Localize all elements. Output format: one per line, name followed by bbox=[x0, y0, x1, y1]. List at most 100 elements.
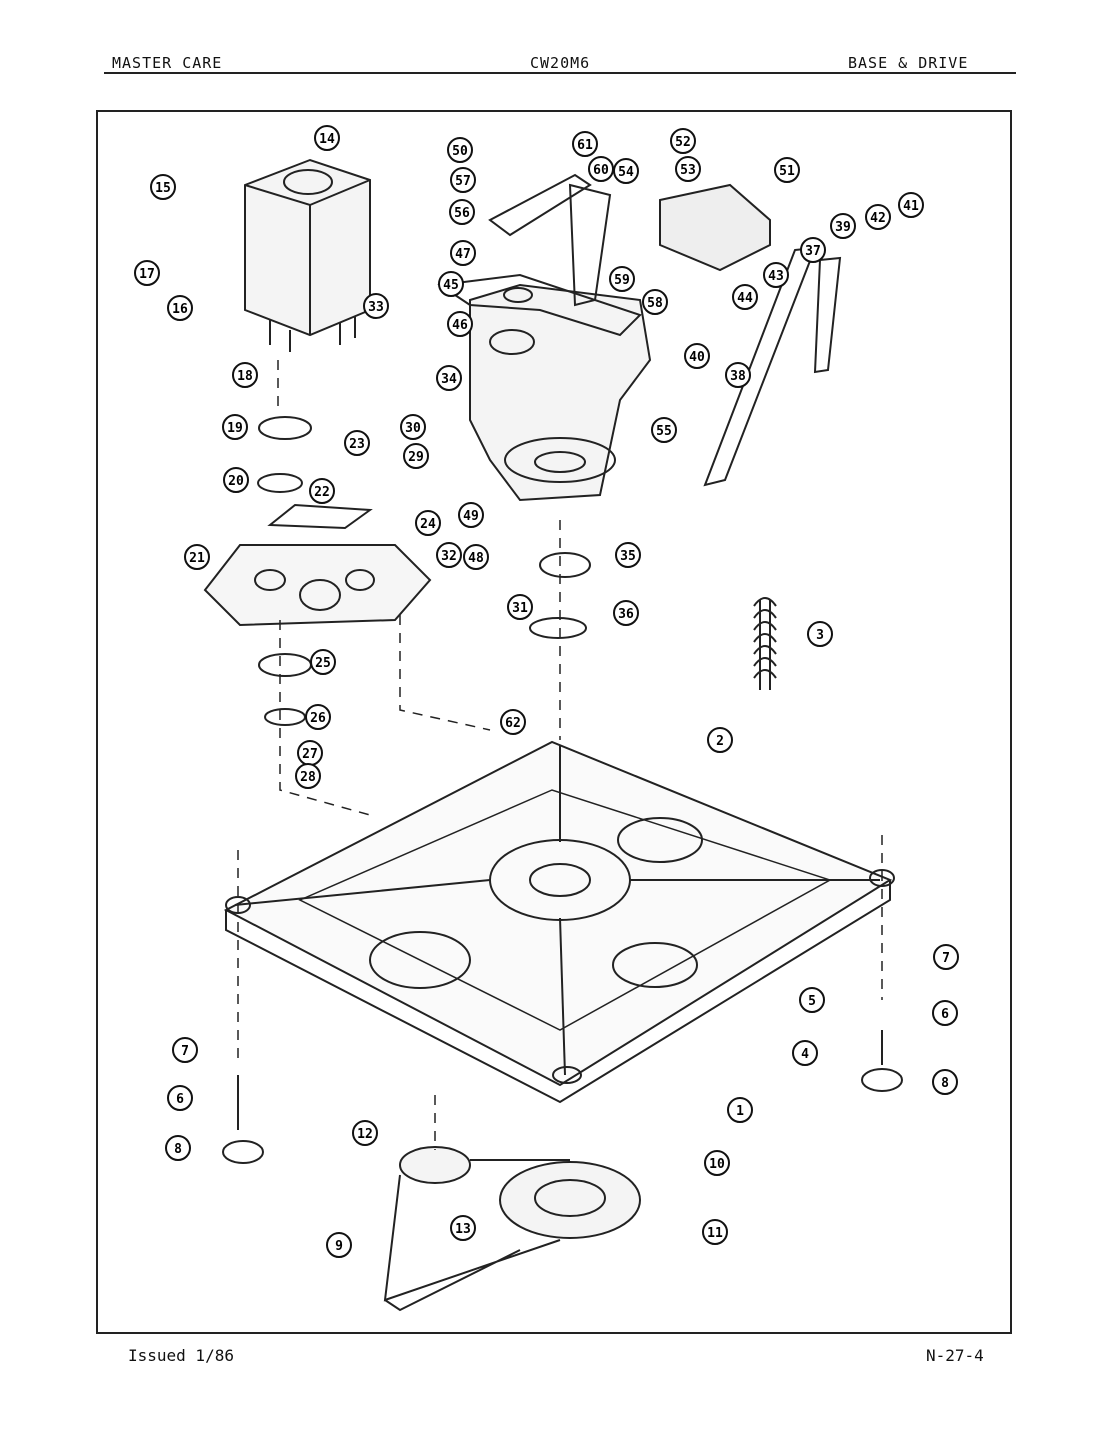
callout-number: 48 bbox=[468, 551, 484, 566]
callout-57: 57 bbox=[450, 167, 476, 193]
callout-number: 21 bbox=[189, 551, 205, 566]
callout-number: 28 bbox=[300, 770, 316, 785]
callout-number: 25 bbox=[315, 656, 331, 671]
callout-29: 29 bbox=[403, 443, 429, 469]
bracket bbox=[437, 273, 642, 337]
callout-number: 47 bbox=[455, 247, 471, 262]
foot-pad-right bbox=[861, 1068, 903, 1092]
callout-5: 5 bbox=[799, 987, 825, 1013]
retaining-ring bbox=[529, 617, 587, 639]
callout-43: 43 bbox=[763, 262, 789, 288]
callout-number: 53 bbox=[680, 163, 696, 178]
callout-26: 26 bbox=[305, 704, 331, 730]
callout-22: 22 bbox=[309, 478, 335, 504]
callout-number: 62 bbox=[505, 716, 521, 731]
callout-32: 32 bbox=[436, 542, 462, 568]
callout-number: 18 bbox=[237, 369, 253, 384]
washer bbox=[264, 708, 306, 726]
pulley-drive bbox=[383, 1146, 641, 1312]
callout-number: 51 bbox=[779, 164, 795, 179]
header-section: BASE & DRIVE bbox=[848, 54, 969, 72]
callout-number: 57 bbox=[455, 174, 471, 189]
callout-51: 51 bbox=[774, 157, 800, 183]
callout-number: 38 bbox=[730, 369, 746, 384]
callout-number: 32 bbox=[441, 549, 457, 564]
callout-number: 1 bbox=[736, 1104, 744, 1119]
callout-number: 37 bbox=[805, 244, 821, 259]
callout-number: 31 bbox=[512, 601, 528, 616]
callout-27: 27 bbox=[297, 740, 323, 766]
page-code: N-27-4 bbox=[926, 1346, 984, 1365]
callout-1: 1 bbox=[727, 1097, 753, 1123]
callout-38: 38 bbox=[725, 362, 751, 388]
callout-number: 39 bbox=[835, 220, 851, 235]
callout-14: 14 bbox=[314, 125, 340, 151]
callout-number: 15 bbox=[155, 181, 171, 196]
mounting-plate bbox=[203, 544, 432, 627]
callout-61: 61 bbox=[572, 131, 598, 157]
callout-50: 50 bbox=[447, 137, 473, 163]
support-bar bbox=[703, 246, 817, 487]
callout-number: 58 bbox=[647, 296, 663, 311]
callout-48: 48 bbox=[463, 544, 489, 570]
isolator bbox=[258, 653, 312, 677]
callout-31: 31 bbox=[507, 594, 533, 620]
callout-33: 33 bbox=[363, 293, 389, 319]
callout-number: 55 bbox=[656, 424, 672, 439]
callout-number: 9 bbox=[335, 1239, 343, 1254]
callout-30: 30 bbox=[400, 414, 426, 440]
callout-number: 59 bbox=[614, 273, 630, 288]
callout-number: 42 bbox=[870, 211, 886, 226]
issued-date: Issued 1/86 bbox=[128, 1346, 234, 1365]
callout-36: 36 bbox=[613, 600, 639, 626]
callout-12: 12 bbox=[352, 1120, 378, 1146]
callout-number: 23 bbox=[349, 437, 365, 452]
callout-7: 7 bbox=[172, 1037, 198, 1063]
gasket-plate bbox=[267, 503, 373, 530]
header-brand: MASTER CARE bbox=[112, 54, 223, 72]
callout-8: 8 bbox=[932, 1069, 958, 1095]
callout-40: 40 bbox=[684, 343, 710, 369]
gear-case bbox=[469, 283, 652, 502]
callout-13: 13 bbox=[450, 1215, 476, 1241]
callout-number: 22 bbox=[314, 485, 330, 500]
coupling bbox=[258, 416, 312, 440]
callout-52: 52 bbox=[670, 128, 696, 154]
callout-58: 58 bbox=[642, 289, 668, 315]
callout-7: 7 bbox=[933, 944, 959, 970]
callout-35: 35 bbox=[615, 542, 641, 568]
callout-18: 18 bbox=[232, 362, 258, 388]
base-plate bbox=[223, 740, 895, 1104]
callout-number: 20 bbox=[228, 474, 244, 489]
callout-11: 11 bbox=[702, 1219, 728, 1245]
callout-10: 10 bbox=[704, 1150, 730, 1176]
callout-6: 6 bbox=[932, 1000, 958, 1026]
callout-number: 5 bbox=[808, 994, 816, 1009]
header-rule bbox=[104, 72, 1016, 74]
callout-number: 26 bbox=[310, 711, 326, 726]
arm-bracket bbox=[568, 183, 612, 307]
header-model: CW20M6 bbox=[530, 54, 591, 72]
callout-15: 15 bbox=[150, 174, 176, 200]
callout-number: 8 bbox=[174, 1142, 182, 1157]
arm bbox=[488, 173, 592, 237]
leveling-bolts bbox=[237, 1030, 883, 1130]
callout-number: 7 bbox=[181, 1044, 189, 1059]
callout-number: 60 bbox=[593, 163, 609, 178]
callout-23: 23 bbox=[344, 430, 370, 456]
callout-54: 54 bbox=[613, 158, 639, 184]
callout-47: 47 bbox=[450, 240, 476, 266]
callout-number: 41 bbox=[903, 199, 919, 214]
callout-39: 39 bbox=[830, 213, 856, 239]
callout-number: 19 bbox=[227, 421, 243, 436]
callout-44: 44 bbox=[732, 284, 758, 310]
callout-8: 8 bbox=[165, 1135, 191, 1161]
callout-49: 49 bbox=[458, 502, 484, 528]
callout-60: 60 bbox=[588, 156, 614, 182]
callout-number: 35 bbox=[620, 549, 636, 564]
callout-number: 8 bbox=[941, 1076, 949, 1091]
callout-2: 2 bbox=[707, 727, 733, 753]
diagram-frame bbox=[96, 110, 1012, 1334]
collar bbox=[489, 329, 535, 355]
